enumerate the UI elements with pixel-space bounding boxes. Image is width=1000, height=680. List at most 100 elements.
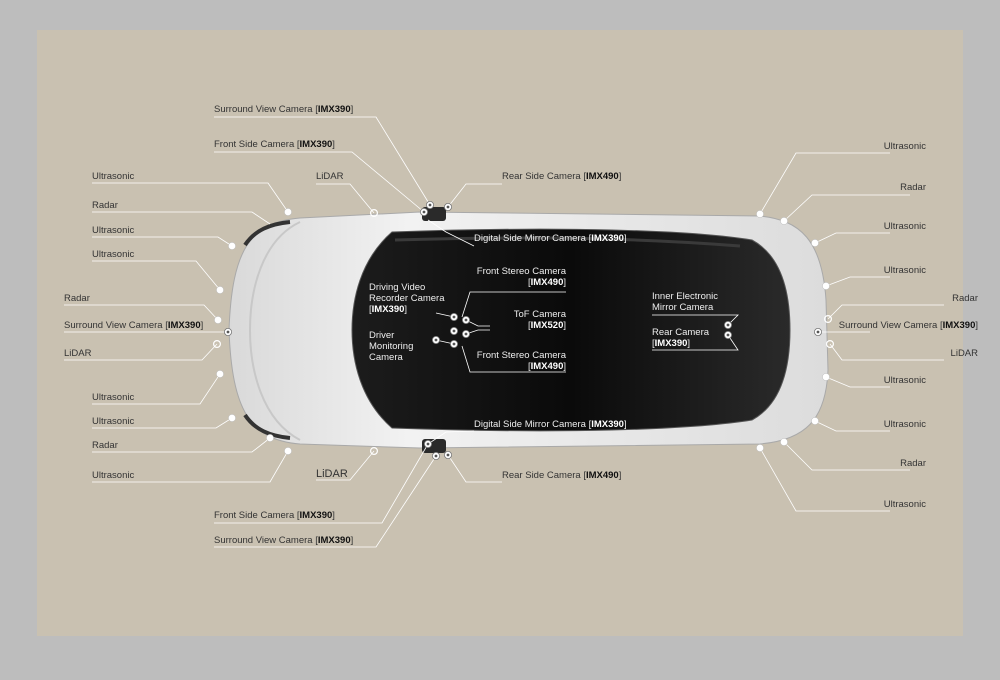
leader-line xyxy=(316,183,375,214)
label-front-side-top: Front Side Camera [IMX390] xyxy=(214,139,335,150)
label-ultrasonic-right-5: Ultrasonic xyxy=(883,419,926,430)
sensor-dot xyxy=(284,447,292,455)
sensor-markers xyxy=(213,200,834,460)
label-surround-view-bottom: Surround View Camera [IMX390] xyxy=(214,535,354,546)
leader-line xyxy=(427,219,475,247)
camera-marker-center xyxy=(428,203,432,207)
label-lidar-bottom: LiDAR xyxy=(316,468,348,480)
leader-line xyxy=(214,151,425,213)
hood-line xyxy=(248,221,301,441)
camera-marker-center xyxy=(464,332,468,336)
label-ultrasonic-right-1: Ultrasonic xyxy=(883,141,926,152)
sensor-dot xyxy=(811,417,819,425)
leader-line xyxy=(783,194,910,222)
leader-line xyxy=(825,376,890,388)
sensor-dot xyxy=(214,316,222,324)
label-radar-left-2: Radar xyxy=(64,293,90,304)
label-radar-right-2: Radar xyxy=(952,293,978,304)
glass-canopy xyxy=(351,228,791,432)
front-light-top xyxy=(243,220,291,247)
leader-line xyxy=(827,304,944,320)
leader-line xyxy=(465,329,490,335)
leader-line xyxy=(64,304,219,321)
camera-marker-center xyxy=(446,205,450,209)
leader-line xyxy=(759,447,890,512)
camera-marker-center xyxy=(726,323,730,327)
sensor-dot xyxy=(284,208,292,216)
sensor-marker xyxy=(213,340,222,349)
camera-marker-center xyxy=(816,330,820,334)
leader-line xyxy=(461,291,566,318)
sensor-dot xyxy=(780,438,788,446)
camera-marker-center xyxy=(464,318,468,322)
leader-line xyxy=(783,441,910,471)
label-front-side-bottom: Front Side Camera [IMX390] xyxy=(214,510,335,521)
label-lidar-right: LiDAR xyxy=(950,348,978,359)
sensor-dot xyxy=(822,373,830,381)
leader-line xyxy=(92,450,289,483)
leader-line xyxy=(214,443,429,524)
leader-line xyxy=(814,232,890,244)
label-surround-view-right: Surround View Camera [IMX390] xyxy=(838,320,978,331)
leader-line xyxy=(447,183,502,208)
sensor-marker xyxy=(825,340,834,349)
label-radar-left-1: Radar xyxy=(92,200,118,211)
sensor-marker xyxy=(823,315,832,324)
sensor-dot xyxy=(756,444,764,452)
label-front-stereo-bottom: Front Stereo Camera[IMX490] xyxy=(476,350,566,372)
front-light-bottom xyxy=(243,413,291,440)
sensor-dot xyxy=(216,370,224,378)
sensor-dot xyxy=(228,414,236,422)
label-surround-view-left: Surround View Camera [IMX390] xyxy=(64,320,204,331)
label-ultrasonic-right-6: Ultrasonic xyxy=(883,499,926,510)
leader-line xyxy=(316,450,375,481)
label-ultrasonic-right-3: Ultrasonic xyxy=(883,265,926,276)
camera-marker-center xyxy=(434,454,438,458)
leader-line xyxy=(214,116,431,206)
label-ultrasonic-right-4: Ultrasonic xyxy=(883,375,926,386)
sensor-marker xyxy=(370,447,379,456)
label-surround-view-top: Surround View Camera [IMX390] xyxy=(214,104,354,115)
leader-line xyxy=(652,334,739,351)
leader-line xyxy=(92,437,271,453)
label-radar-right-1: Radar xyxy=(900,182,926,193)
leader-line xyxy=(825,276,890,287)
label-ultrasonic-left-3: Ultrasonic xyxy=(92,249,135,260)
leader-line xyxy=(92,373,221,405)
label-lidar-left: LiDAR xyxy=(64,348,92,359)
leader-lines xyxy=(64,116,944,548)
leader-line xyxy=(759,152,890,215)
sensor-dot xyxy=(228,242,236,250)
label-front-stereo-top: Front Stereo Camera[IMX490] xyxy=(476,266,566,288)
sensor-dot xyxy=(266,434,274,442)
sensor-dot xyxy=(216,286,224,294)
label-rear-camera: Rear Camera[IMX390] xyxy=(652,327,710,349)
camera-marker-center xyxy=(446,453,450,457)
camera-marker-center xyxy=(426,442,430,446)
camera-marker-center xyxy=(452,315,456,319)
leader-line xyxy=(461,345,566,373)
label-digital-mirror-bottom: Digital Side Mirror Camera [IMX390] xyxy=(474,419,627,430)
sensor-marker xyxy=(370,209,379,218)
label-ultrasonic-left-1: Ultrasonic xyxy=(92,171,135,182)
label-ultrasonic-right-2: Ultrasonic xyxy=(883,221,926,232)
glass-reflection xyxy=(394,236,741,248)
sensor-dot xyxy=(756,210,764,218)
leader-line xyxy=(427,430,475,445)
leader-line xyxy=(92,236,233,247)
sensor-dot xyxy=(780,217,788,225)
camera-marker-center xyxy=(452,342,456,346)
label-radar-left-3: Radar xyxy=(92,440,118,451)
leader-line xyxy=(814,420,890,432)
label-ultrasonic-left-4: Ultrasonic xyxy=(92,392,135,403)
label-rear-side-top: Rear Side Camera [IMX490] xyxy=(502,171,622,182)
leader-line xyxy=(652,314,739,326)
label-ultrasonic-left-2: Ultrasonic xyxy=(92,225,135,236)
leader-line xyxy=(92,211,271,225)
leader-line xyxy=(92,260,221,291)
leader-line xyxy=(92,417,233,429)
